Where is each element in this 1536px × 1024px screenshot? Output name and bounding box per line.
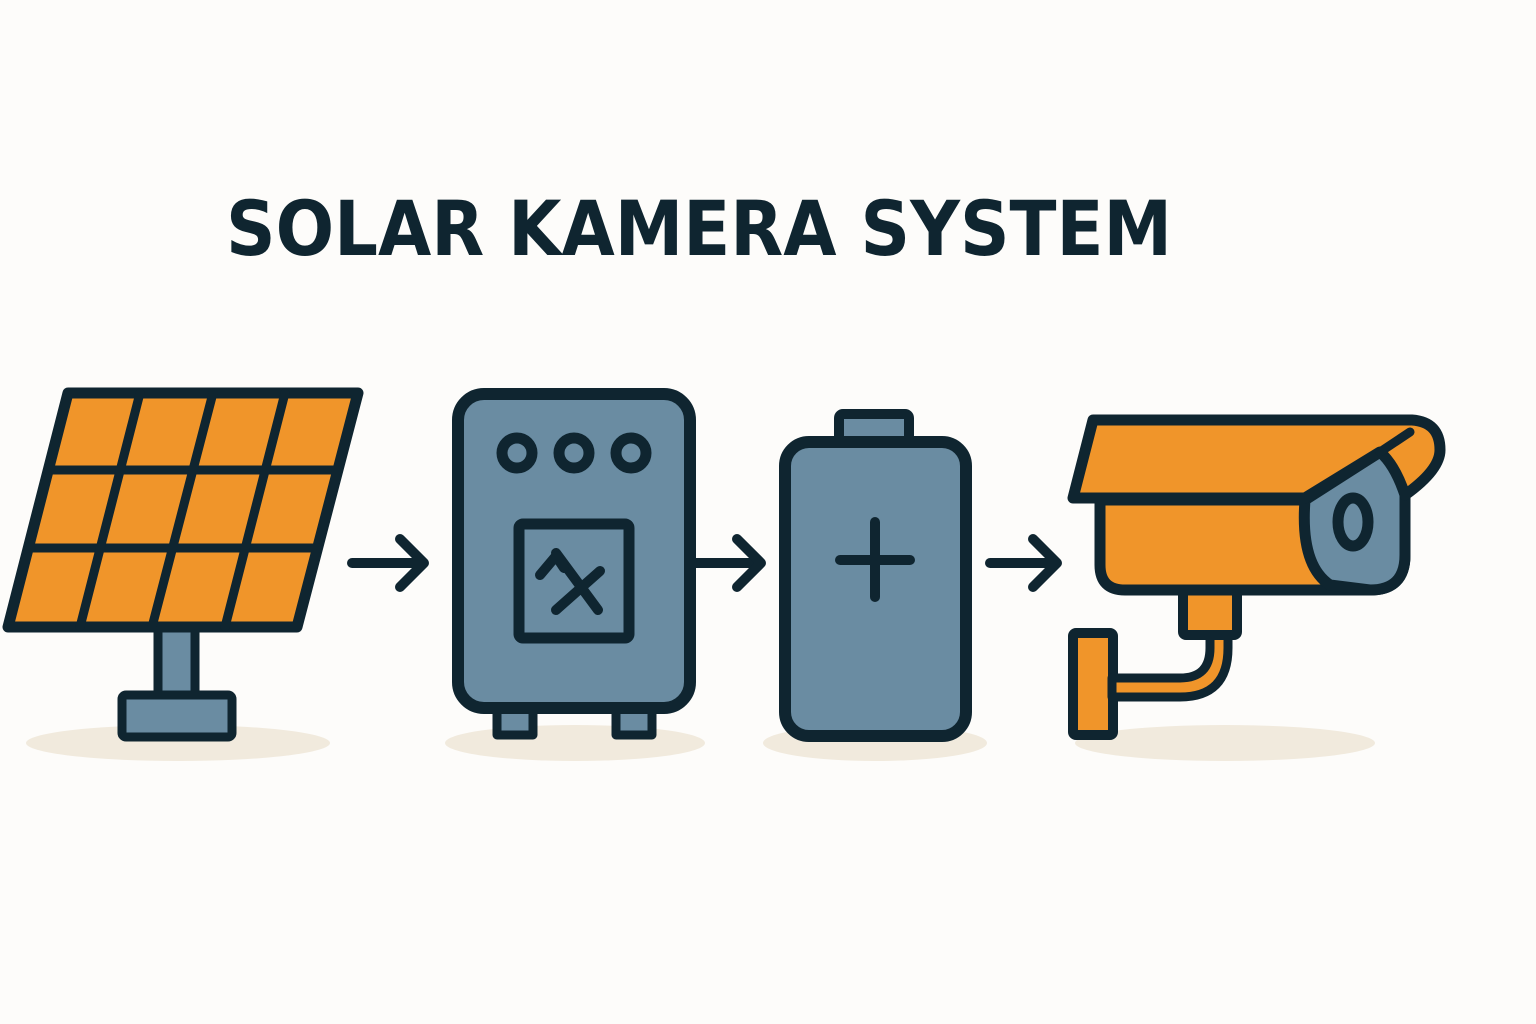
plus-icon bbox=[835, 517, 915, 602]
arrow-icon bbox=[985, 534, 1062, 592]
solar-panel-icon bbox=[2, 387, 364, 742]
battery-icon bbox=[779, 409, 972, 742]
arrow-icon bbox=[347, 534, 429, 592]
arrow-icon bbox=[685, 534, 766, 592]
security-camera-icon bbox=[1067, 414, 1446, 740]
charge-controller-icon bbox=[452, 388, 696, 740]
diagram-title: SOLAR KAMERA SYSTEM bbox=[226, 184, 1172, 273]
